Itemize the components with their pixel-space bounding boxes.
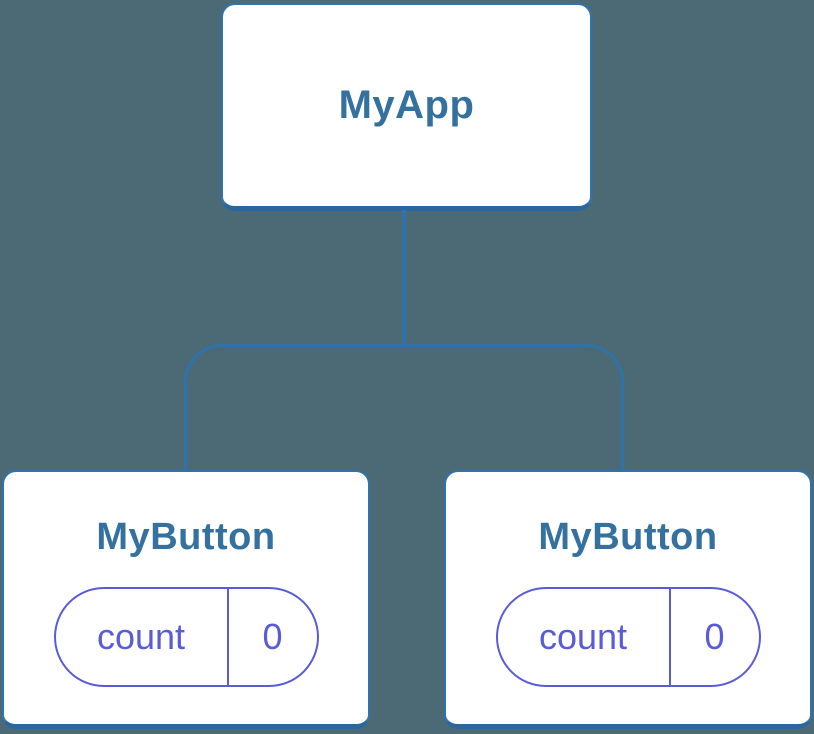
state-value-right: 0 bbox=[704, 616, 725, 657]
component-node-mybutton-right: MyButton count 0 bbox=[444, 470, 812, 729]
state-pill-divider-right bbox=[668, 589, 671, 685]
tree-connector-bracket bbox=[184, 344, 624, 470]
state-pill-right: count 0 bbox=[495, 587, 761, 687]
state-key-right: count bbox=[538, 616, 628, 657]
state-value-left: 0 bbox=[262, 616, 283, 657]
tree-connector-stem bbox=[402, 210, 406, 346]
state-pill-left: count 0 bbox=[53, 587, 319, 687]
component-label-mybutton-left: MyButton bbox=[96, 516, 276, 558]
component-label-mybutton-right: MyButton bbox=[538, 516, 718, 558]
state-key-left: count bbox=[96, 616, 186, 657]
component-label-myapp: MyApp bbox=[338, 83, 475, 127]
state-pill-divider-left bbox=[226, 589, 229, 685]
component-node-myapp: MyApp bbox=[221, 3, 592, 211]
component-node-mybutton-left: MyButton count 0 bbox=[2, 470, 370, 729]
